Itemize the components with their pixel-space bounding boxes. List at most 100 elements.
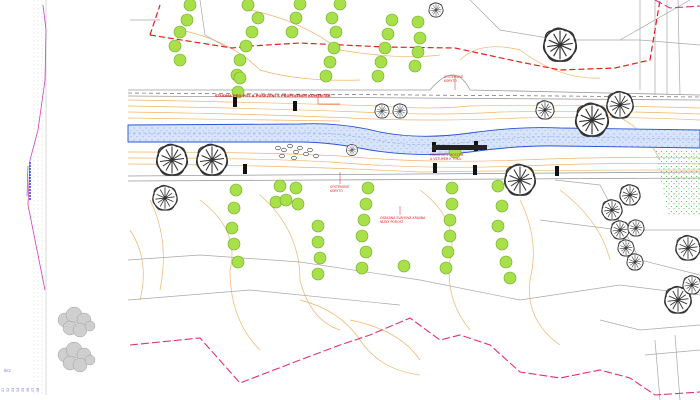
tree-light — [233, 53, 247, 67]
tree-light — [491, 219, 505, 233]
tree-light — [241, 0, 255, 12]
tree-light — [333, 0, 347, 11]
tree-dark — [195, 143, 229, 176]
contour-line — [179, 29, 361, 81]
tree-dark — [152, 184, 178, 211]
light-trees — [168, 0, 517, 285]
tree-light — [180, 13, 194, 27]
tree-dark — [682, 275, 700, 295]
section-tick-label: 07 — [31, 388, 35, 392]
tree-light — [503, 271, 517, 285]
tree-light — [311, 267, 325, 281]
tree-light — [378, 41, 392, 55]
tree-light — [413, 31, 427, 45]
tree-light — [445, 197, 459, 211]
tree-light — [245, 25, 259, 39]
section-tick-label: 02 — [6, 388, 10, 392]
tree-light — [168, 39, 182, 53]
tree-light — [289, 11, 303, 25]
tree-light — [183, 0, 197, 12]
tree-dark — [374, 103, 390, 119]
contour-line — [349, 319, 421, 361]
stream-centerline — [128, 132, 700, 145]
tree-light — [227, 201, 241, 215]
tree-light — [325, 11, 339, 25]
tree-light — [361, 181, 375, 195]
label-stream-note: STUDNA PRO PITÍ A POSEZENÍ S PROPOJENÍM … — [215, 93, 331, 98]
tree-dark — [542, 27, 578, 62]
tree-light — [397, 259, 411, 273]
tree-dark — [601, 199, 623, 221]
stream — [127, 123, 700, 156]
contour-line — [419, 189, 471, 331]
tree-dark — [606, 90, 634, 119]
tree-dark — [619, 184, 641, 206]
section-tick-label: 04 — [16, 388, 20, 392]
stone — [279, 153, 285, 159]
tree-light — [173, 53, 187, 67]
tree-light — [355, 229, 369, 243]
markers — [233, 97, 559, 176]
contour-line — [127, 157, 700, 168]
boundary-red-top — [149, 4, 161, 36]
tree-light — [251, 11, 265, 25]
contour-line — [129, 229, 144, 301]
stone — [275, 145, 281, 151]
tree-light — [231, 85, 245, 99]
stone — [293, 149, 299, 155]
tree-light — [359, 197, 373, 211]
contour-lines — [127, 9, 700, 376]
tree-dark — [155, 143, 189, 176]
tree-light — [443, 213, 457, 227]
gray-tree-cluster — [57, 306, 96, 373]
stone — [297, 145, 303, 151]
tree-light — [291, 197, 305, 211]
tree-dark — [617, 239, 635, 257]
tree-light — [293, 0, 307, 11]
contour-line — [249, 9, 441, 58]
section-caption: ŘEZ — [4, 368, 11, 373]
tree-dark — [503, 163, 537, 196]
tree-light — [289, 181, 303, 195]
tree-light — [495, 199, 509, 213]
tree-light — [311, 219, 325, 233]
tree-light — [329, 25, 343, 39]
stones — [275, 143, 319, 161]
contour-line — [127, 117, 341, 122]
tree-light — [359, 245, 373, 259]
stone — [281, 147, 287, 153]
tree-dark — [392, 103, 408, 119]
stone — [303, 151, 309, 157]
boundary-magenta-lower — [129, 317, 700, 396]
tree-dark — [535, 100, 555, 120]
tree-dark — [574, 102, 610, 137]
tree-light — [355, 261, 369, 275]
contour-line — [127, 151, 700, 162]
tree-light — [313, 251, 327, 265]
tree-light — [357, 213, 371, 227]
tree-dark — [627, 219, 645, 237]
tree-light — [273, 179, 287, 193]
tree-light — [239, 39, 253, 53]
tree-light — [439, 261, 453, 275]
boundary-magenta-right — [654, 0, 700, 9]
tree-light — [385, 13, 399, 27]
tree-light — [231, 255, 245, 269]
tree-light — [279, 193, 293, 207]
tree-light — [381, 27, 395, 41]
contour-line — [259, 194, 341, 331]
tree-light — [285, 25, 299, 39]
stone — [291, 155, 297, 161]
section-tick-label: 08 — [36, 388, 40, 392]
contour-line — [149, 199, 164, 291]
tree-light — [408, 59, 422, 73]
contour-line — [519, 199, 561, 346]
tree-light — [495, 237, 509, 251]
path-axis — [127, 92, 700, 98]
